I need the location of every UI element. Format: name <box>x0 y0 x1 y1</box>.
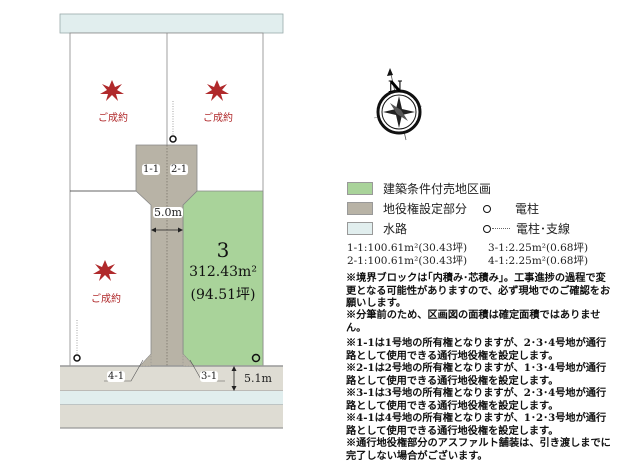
far-road <box>60 405 283 428</box>
note-easement-3-1: ※3-1は3号地の所有権となりますが、2･3･4号地が通行路として使用できる通行… <box>346 387 607 412</box>
legend-item-easement: 地役権設定部分 <box>347 200 467 217</box>
front-road <box>60 366 283 391</box>
lot-3-number: 3 <box>216 238 230 262</box>
lot-2-sold-label: ご成約 <box>203 113 233 124</box>
top-waterway <box>59 13 284 34</box>
utility-pole-icon <box>251 353 261 363</box>
utility-pole-icon <box>169 135 177 143</box>
legend-item-conditional-lot: 建築条件付売地区画 <box>347 180 491 197</box>
green-swatch-icon <box>347 182 373 195</box>
legend-label: 建築条件付売地区画 <box>383 182 492 196</box>
legend-item-pole-guy-wire: 電柱･支線 <box>483 220 570 237</box>
lot-1-sold-label: ご成約 <box>98 113 128 124</box>
legend-label: 電柱･支線 <box>516 222 571 236</box>
easement-label-3-1: 3-1 <box>200 371 219 382</box>
plan-drawing <box>59 13 284 429</box>
note-easement-2-1: ※2-1は2号地の所有権となりますが、1･3･4号地が通行路として使用できる通行… <box>346 362 607 387</box>
legend-label: 電柱 <box>515 202 540 216</box>
note-easement-1-1: ※1-1は1号地の所有権となりますが、2･3･4号地が通行路として使用できる通行… <box>346 337 607 362</box>
area-2-1: 2-1:100.61m²(30.43坪) <box>347 255 468 267</box>
legend-label: 水路 <box>383 222 408 236</box>
compass: N <box>368 66 428 146</box>
lot-4-sold-label: ご成約 <box>91 294 121 305</box>
compass-icon <box>373 68 423 141</box>
lot-3-area-m2: 312.43m² <box>189 264 257 280</box>
bottom-waterway <box>60 391 283 405</box>
pole-circle-icon <box>483 204 491 213</box>
area-3-1: 3-1:2.25m²(0.68坪) <box>488 242 589 254</box>
easement-label-1-1: 1-1 <box>142 164 161 175</box>
note-easement-4-1: ※4-1は4号地の所有権となりますが、1･2･3号地が通行路として使用できる通行… <box>346 412 607 437</box>
utility-pole-icon <box>73 354 81 362</box>
site-plan: ご成約 ご成約 ご成約 1-1 2-1 3-1 4-1 5.0m 5.1m 3 … <box>59 13 284 429</box>
legend-item-utility-pole: 電柱 <box>483 200 539 217</box>
note-asphalt: ※通行地役権部分のアスファルト舗装は、引き渡しまでに完了しない場合がございます。 <box>346 437 611 462</box>
water-swatch-icon <box>347 222 373 235</box>
easement-label-2-1: 2-1 <box>170 164 189 175</box>
note-area-not-final: ※分筆前のため、区画図の面積は確定面積ではありません。 <box>346 309 601 334</box>
legend-label: 地役権設定部分 <box>383 202 468 216</box>
lot-3-area-tsubo: (94.51坪) <box>190 287 256 303</box>
bow-icon <box>93 80 229 281</box>
pole-guy-wire-icon <box>483 224 491 233</box>
passage-width-dimension: 5.0m <box>153 206 183 219</box>
gray-swatch-icon <box>347 202 373 215</box>
compass-north-label: N <box>388 77 403 96</box>
note-boundary-block: ※境界ブロックは｢内積み･芯積み｣。工事進捗の過程で変更となる可能性がありますの… <box>346 272 611 309</box>
legend-item-waterway: 水路 <box>347 220 407 237</box>
road-width-dimension: 5.1m <box>244 372 272 385</box>
easement-label-4-1: 4-1 <box>107 371 126 382</box>
area-1-1: 1-1:100.61m²(30.43坪) <box>347 242 468 254</box>
area-4-1: 4-1:2.25m²(0.68坪) <box>488 255 589 267</box>
